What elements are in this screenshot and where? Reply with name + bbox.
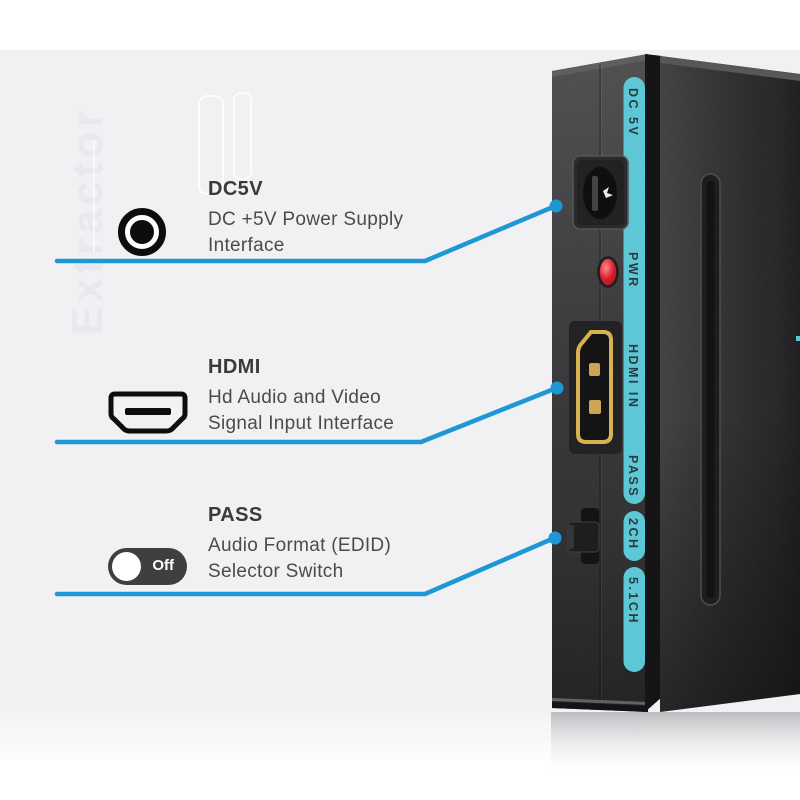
ghost-connector-outline	[198, 95, 224, 195]
callout-line-dc5v	[54, 204, 556, 264]
callout-title: PASS	[208, 504, 263, 526]
callout-line-hdmi	[54, 386, 557, 445]
toggle-knob	[112, 552, 141, 581]
ghost-line	[93, 140, 95, 252]
callout-description-line: Interface	[208, 235, 285, 256]
dc-power-jack-icon	[118, 208, 166, 256]
callout-description-line: Selector Switch	[208, 561, 344, 582]
device-reflection	[551, 712, 800, 774]
callout-description-line: Hd Audio and Video	[208, 387, 382, 408]
toggle-switch-icon: Off	[108, 548, 187, 585]
callout-line-pass	[54, 536, 555, 597]
ghost-connector-outline	[233, 92, 252, 180]
callout-pass: PASS Audio Format (EDID) Selector Switch	[208, 504, 468, 585]
callout-dot-dc5v	[549, 199, 563, 213]
callout-description-line: Audio Format (EDID)	[208, 535, 392, 556]
callout-title: HDMI	[208, 356, 261, 378]
callout-dot-hdmi	[550, 381, 564, 395]
device-texture	[552, 54, 800, 712]
callout-dc5v: DC5V DC +5V Power Supply Interface	[208, 178, 468, 259]
callout-dot-pass	[548, 531, 562, 545]
toggle-state-label: Off	[152, 557, 174, 574]
callout-description-line: DC +5V Power Supply	[208, 209, 404, 230]
callout-title: DC5V	[208, 178, 263, 200]
callout-description-line: Signal Input Interface	[208, 413, 395, 434]
callout-hdmi: HDMI Hd Audio and Video Signal Input Int…	[208, 356, 468, 437]
